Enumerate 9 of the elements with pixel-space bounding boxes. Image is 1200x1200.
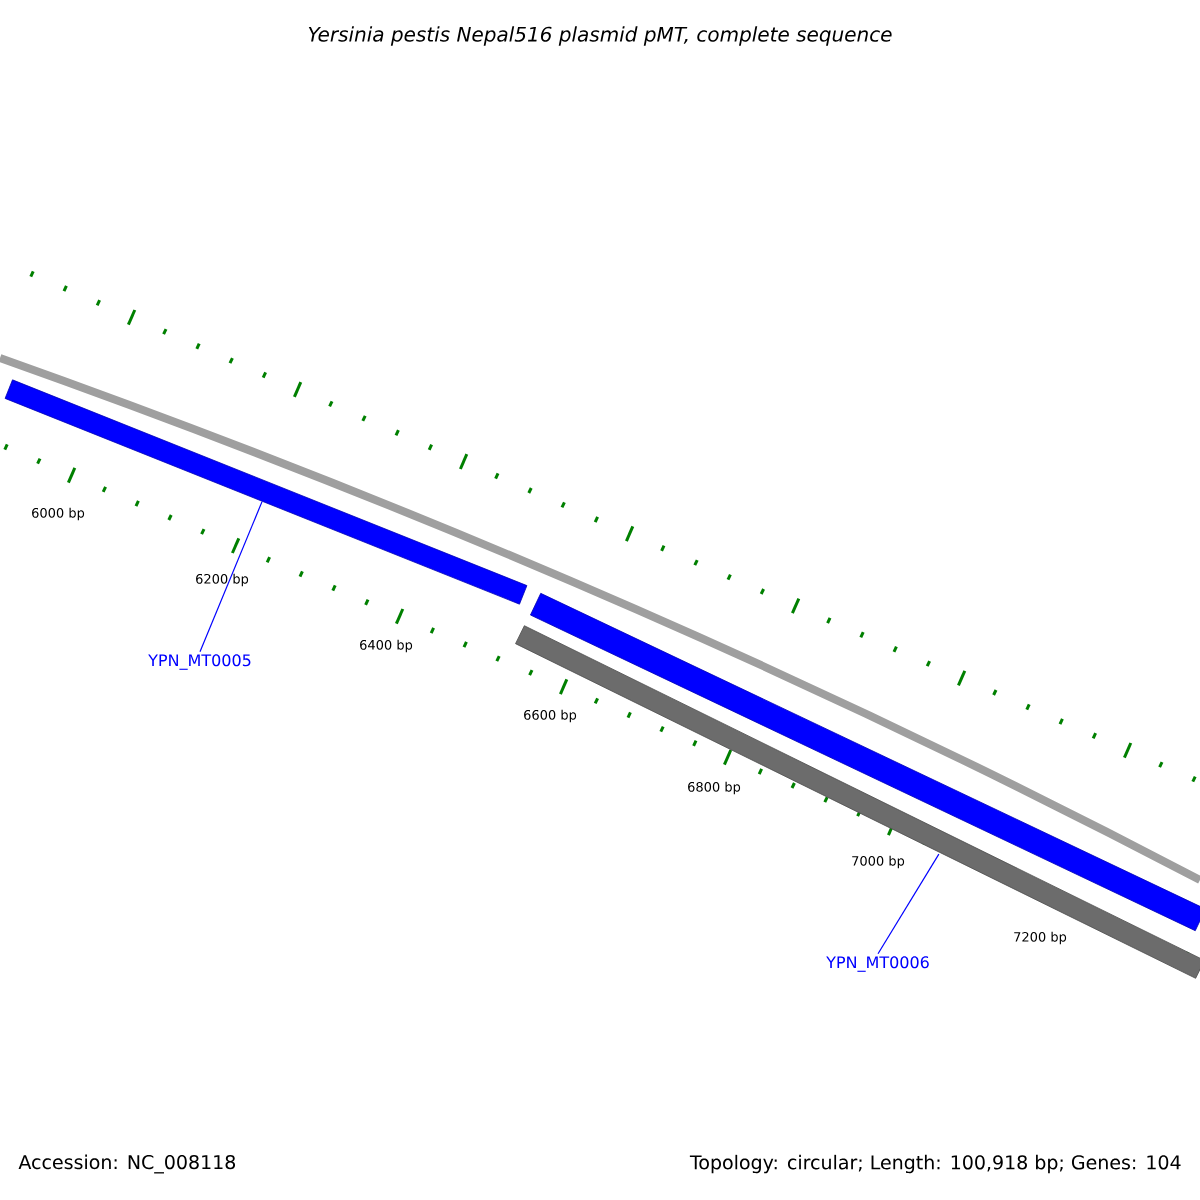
gene-label: YPN_MT0005 <box>148 654 251 670</box>
leader-line <box>199 501 263 653</box>
gene-arrow <box>515 625 1200 979</box>
gene-arrow <box>4 379 528 605</box>
footer-text: Accession: NC_008118 <box>18 1154 236 1174</box>
gene-label: YPN_MT0006 <box>826 956 929 972</box>
leader-line <box>877 853 940 955</box>
footer-text: Topology: circular; Length: 100,918 bp; Genes: 104 <box>689 1154 1181 1174</box>
title: Yersinia pestis Nepal516 plasmid pMT, complete sequence <box>308 26 892 46</box>
